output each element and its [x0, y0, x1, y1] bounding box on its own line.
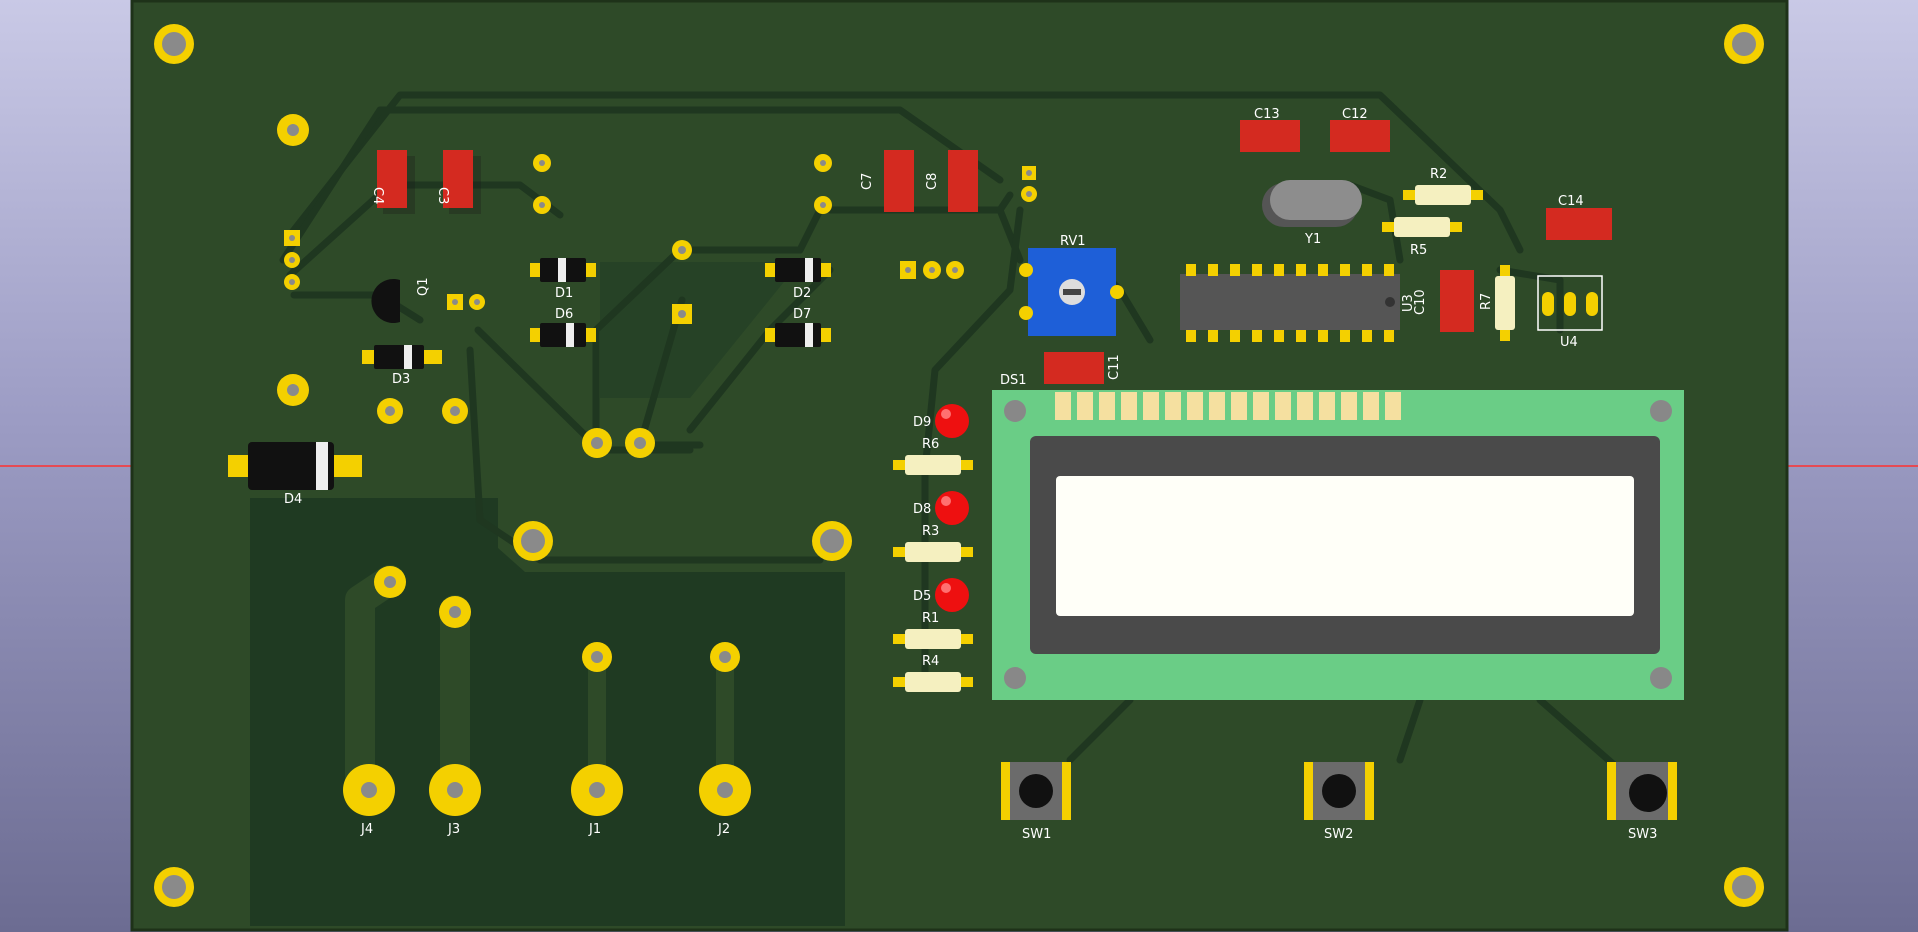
- led-d8[interactable]: [935, 491, 969, 525]
- capacitor-c11[interactable]: [1044, 352, 1104, 384]
- label-r4: R4: [922, 654, 939, 669]
- label-d4: D4: [284, 492, 302, 507]
- led-d9[interactable]: [935, 404, 969, 438]
- label-d2: D2: [793, 286, 811, 301]
- trimmer-rv1[interactable]: [1019, 248, 1124, 336]
- crystal-y1[interactable]: [1262, 180, 1362, 227]
- capacitor-c13[interactable]: [1240, 120, 1300, 152]
- diode-d2[interactable]: [765, 258, 831, 282]
- terminal-j2[interactable]: [699, 764, 751, 816]
- capacitor-c7[interactable]: [884, 150, 914, 212]
- terminal-j3[interactable]: [429, 764, 481, 816]
- label-c8: C8: [925, 173, 940, 190]
- ic-u3[interactable]: [1180, 264, 1400, 342]
- label-j2: J2: [717, 822, 730, 837]
- capacitor-c10[interactable]: [1440, 270, 1474, 332]
- resistor-r3[interactable]: [893, 542, 973, 562]
- diode-d1[interactable]: [530, 258, 596, 282]
- resistor-r5[interactable]: [1382, 217, 1462, 237]
- label-d3: D3: [392, 372, 410, 387]
- switch-sw1[interactable]: [1001, 762, 1071, 820]
- mounting-holes: [154, 24, 1764, 907]
- label-sw2: SW2: [1324, 827, 1353, 842]
- lcd-display-ds1[interactable]: [992, 390, 1684, 700]
- label-c3: C3: [435, 187, 450, 204]
- label-d6: D6: [555, 307, 573, 322]
- label-c11: C11: [1107, 354, 1122, 380]
- capacitor-c14[interactable]: [1546, 208, 1612, 240]
- resistor-r7[interactable]: [1495, 265, 1515, 341]
- label-d5: D5: [913, 589, 931, 604]
- led-d5[interactable]: [935, 578, 969, 612]
- label-y1: Y1: [1304, 232, 1321, 247]
- diode-d7[interactable]: [765, 323, 831, 347]
- label-c10: C10: [1413, 289, 1428, 315]
- label-d7: D7: [793, 307, 811, 322]
- capacitor-c12[interactable]: [1330, 120, 1390, 152]
- label-u4: U4: [1560, 335, 1578, 350]
- resistor-r6[interactable]: [893, 455, 973, 475]
- label-rv1: RV1: [1060, 234, 1086, 249]
- ground-pour: [250, 498, 845, 926]
- label-d9: D9: [913, 415, 931, 430]
- switch-sw3[interactable]: [1607, 762, 1677, 820]
- label-r3: R3: [922, 524, 939, 539]
- resistor-r4[interactable]: [893, 672, 973, 692]
- copper-zone: [600, 262, 800, 398]
- transistor-q1[interactable]: [371, 279, 400, 323]
- label-j1: J1: [588, 822, 601, 837]
- terminal-j1[interactable]: [571, 764, 623, 816]
- label-j4: J4: [360, 822, 373, 837]
- resistor-r1[interactable]: [893, 629, 973, 649]
- label-c13: C13: [1254, 107, 1280, 122]
- label-c12: C12: [1342, 107, 1368, 122]
- label-r7: R7: [1479, 293, 1494, 310]
- label-c4: C4: [370, 187, 385, 204]
- label-r6: R6: [922, 437, 939, 452]
- label-r5: R5: [1410, 243, 1427, 258]
- capacitor-c8[interactable]: [948, 150, 978, 212]
- label-u3: U3: [1401, 294, 1416, 312]
- diode-d6[interactable]: [530, 323, 596, 347]
- capacitor-c3[interactable]: [443, 150, 481, 214]
- label-ds1: DS1: [1000, 373, 1027, 388]
- label-j3: J3: [447, 822, 460, 837]
- label-r1: R1: [922, 611, 939, 626]
- switch-sw2[interactable]: [1304, 762, 1374, 820]
- label-sw3: SW3: [1628, 827, 1657, 842]
- terminal-j4[interactable]: [343, 764, 395, 816]
- label-d1: D1: [555, 286, 573, 301]
- reference-labels: C4 C3 C7 C8 C13 C12 C14 C10 C11 R2 R5 R7…: [284, 107, 1657, 842]
- label-c7: C7: [860, 173, 875, 190]
- label-sw1: SW1: [1022, 827, 1051, 842]
- capacitor-c4[interactable]: [377, 150, 415, 214]
- label-d8: D8: [913, 502, 931, 517]
- regulator-u4[interactable]: [1537, 275, 1603, 331]
- label-r2: R2: [1430, 167, 1447, 182]
- diode-d3[interactable]: [362, 345, 442, 369]
- diode-d4[interactable]: [228, 442, 362, 490]
- resistor-r2[interactable]: [1403, 185, 1483, 205]
- label-q1: Q1: [416, 277, 431, 296]
- via-pads: [277, 114, 1037, 672]
- label-c14: C14: [1558, 194, 1584, 209]
